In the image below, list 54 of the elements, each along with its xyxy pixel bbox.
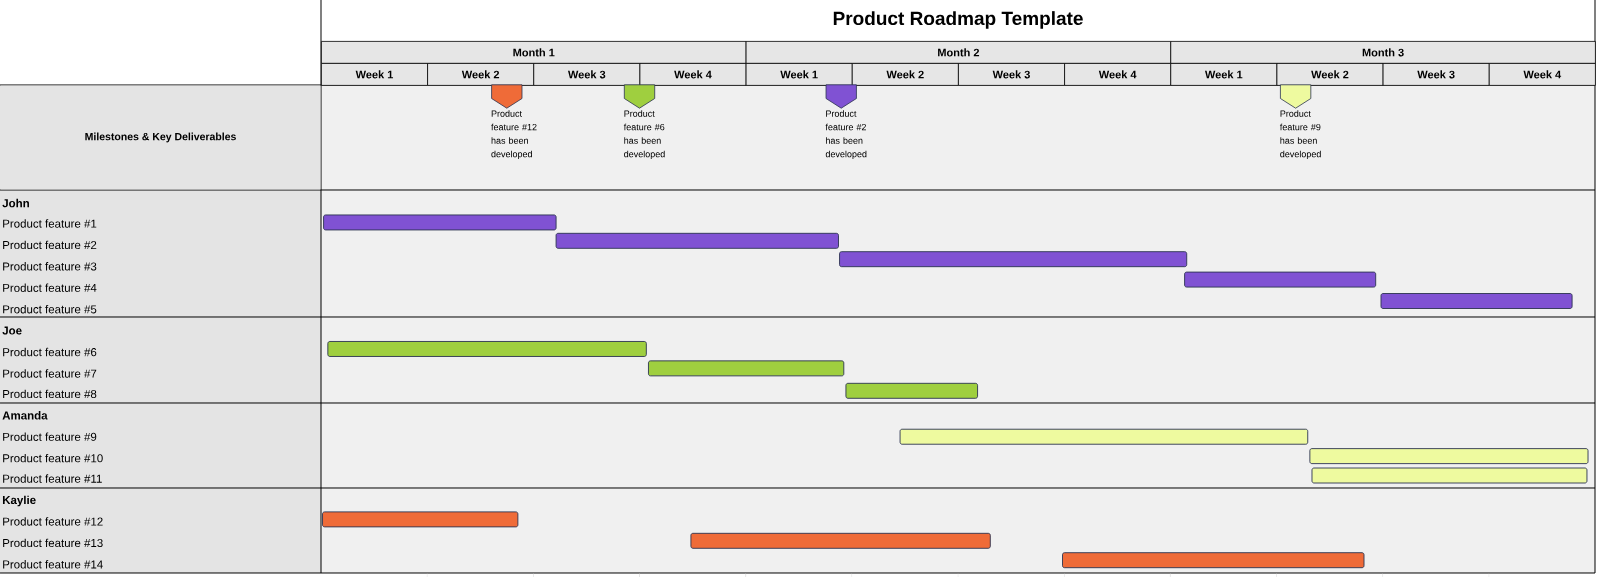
row-header: Milestones & Key Deliverables xyxy=(0,85,321,190)
task-bar xyxy=(1380,293,1573,309)
week-header: Week 3 xyxy=(1382,63,1490,86)
task-bar xyxy=(322,511,519,528)
group-name: Kaylie xyxy=(3,495,36,507)
task-bar xyxy=(327,341,647,357)
task-bar xyxy=(839,251,1188,268)
week-header: Week 4 xyxy=(639,63,747,86)
week-header: Week 4 xyxy=(1064,63,1172,86)
milestone-marker xyxy=(623,84,656,109)
week-header: Week 1 xyxy=(1170,63,1278,86)
week-header: Week 2 xyxy=(851,63,959,86)
task-bar xyxy=(899,428,1309,445)
milestone-marker xyxy=(825,84,857,109)
task-bar xyxy=(555,232,839,249)
row-label: Product feature #10 xyxy=(3,453,103,463)
milestone-label: Product feature #6 has been developed xyxy=(623,110,665,160)
week-header: Week 3 xyxy=(533,63,641,86)
row-label: Product feature #3 xyxy=(3,262,97,271)
row-label: Product feature #2 xyxy=(3,240,97,250)
group-name: Joe xyxy=(2,326,22,335)
task-bar xyxy=(1309,448,1589,465)
milestone-marker xyxy=(491,84,523,109)
row-label: Product feature #9 xyxy=(3,432,97,441)
week-header: Week 4 xyxy=(1488,63,1596,86)
milestone-label: Product feature #9 has been developed xyxy=(1279,110,1321,160)
row-label: Product feature #1 xyxy=(3,219,97,228)
task-bar xyxy=(1311,467,1588,484)
row-label: Product feature #12 xyxy=(3,517,103,526)
milestone-label: Product feature #12 has been developed xyxy=(491,110,537,160)
task-bar xyxy=(648,360,845,377)
week-header: Week 1 xyxy=(321,63,428,86)
row-label: Product feature #4 xyxy=(3,283,97,292)
row-label: Product feature #7 xyxy=(3,369,97,378)
task-bar xyxy=(1062,552,1365,569)
row-label: Product feature #8 xyxy=(3,389,97,399)
row-label: Product feature #6 xyxy=(3,347,97,357)
task-bar xyxy=(323,214,557,231)
milestone-label: Product feature #2 has been developed xyxy=(825,110,867,160)
task-bar xyxy=(690,532,991,549)
group-name: John xyxy=(2,198,29,208)
title: Product Roadmap Template xyxy=(833,11,1083,29)
task-bar xyxy=(1184,271,1377,288)
task-bar xyxy=(845,382,979,399)
row-label: Product feature #13 xyxy=(3,538,103,548)
week-header: Week 3 xyxy=(958,63,1065,86)
milestone-marker xyxy=(1280,84,1312,109)
row-label: Product feature #11 xyxy=(3,474,102,483)
row-label: Product feature #5 xyxy=(3,304,97,314)
week-header: Week 2 xyxy=(1276,63,1384,86)
row-label: Product feature #14 xyxy=(3,560,103,569)
week-header: Week 1 xyxy=(745,63,853,86)
group-name: Amanda xyxy=(2,411,48,420)
week-header: Week 2 xyxy=(427,63,535,86)
